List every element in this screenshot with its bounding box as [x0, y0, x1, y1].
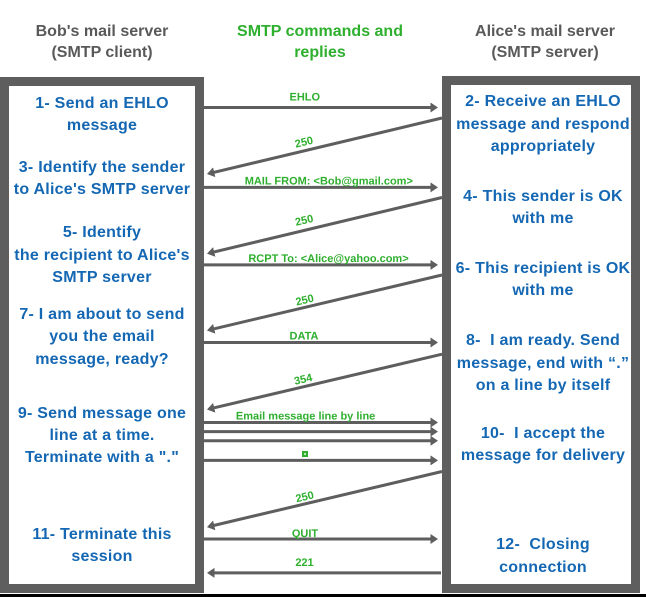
svg-text:EHLO: EHLO	[290, 92, 321, 104]
svg-text:354: 354	[293, 372, 314, 388]
svg-text:250: 250	[294, 489, 315, 505]
svg-text:Email message line by line: Email message line by line	[236, 411, 375, 423]
svg-text:250: 250	[294, 213, 315, 229]
svg-text:RCPT To: <Alice@yahoo.com>: RCPT To: <Alice@yahoo.com>	[248, 253, 408, 265]
svg-text:DATA: DATA	[290, 331, 319, 343]
svg-text:221: 221	[295, 557, 313, 569]
svg-text:250: 250	[294, 293, 315, 309]
svg-text:QUIT: QUIT	[292, 528, 319, 540]
svg-text:MAIL FROM: <Bob@gmail.com>: MAIL FROM: <Bob@gmail.com>	[245, 176, 413, 188]
svg-text:250: 250	[294, 135, 315, 151]
